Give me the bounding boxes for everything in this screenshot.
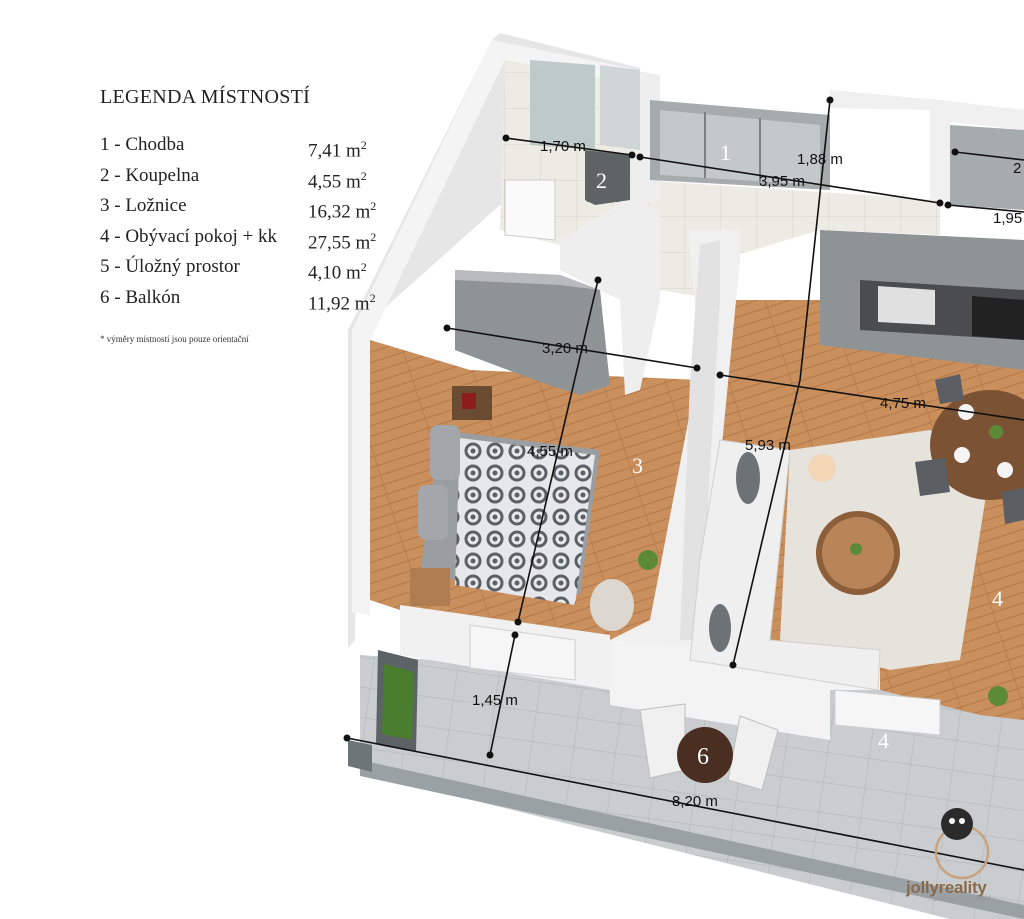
balcony-table <box>677 727 733 783</box>
floor-lamp <box>808 454 836 482</box>
legend-room-area-value: 7,41 m <box>308 140 361 162</box>
dim-label-1-95: 1,95 <box>993 210 1022 227</box>
legend-room-area-value: 4,55 m <box>308 170 361 192</box>
legend-room-area-value: 27,55 m <box>308 231 371 253</box>
room-badge-2 <box>587 158 619 202</box>
wardrobe-top <box>455 270 600 290</box>
legend-row: 1 - Chodba 7,41 m2 <box>100 133 400 164</box>
room-number-6: 6 <box>697 744 709 770</box>
legend-note: * výměry místností jsou pouze orientační <box>100 334 249 345</box>
dining-chair-1 <box>935 374 964 404</box>
nightstand-bottom <box>410 568 450 606</box>
bedroom-wardrobe <box>455 270 610 395</box>
legend-room-area-value: 16,32 m <box>308 201 371 223</box>
bedroom-balcony-door <box>469 624 576 681</box>
dim-label-2: 2 <box>1013 160 1021 177</box>
dim-label-3-95: 3,95 m <box>759 173 805 190</box>
brand-logo: jollyreality ...váš osobní makléř <box>906 878 991 903</box>
wall-bedroom-living-face <box>680 240 720 640</box>
living-sofa <box>689 439 881 691</box>
wall-bath-bed <box>560 200 660 395</box>
planter-plants <box>382 664 414 740</box>
bedroom-plant <box>638 550 658 570</box>
dining-chair-2 <box>915 458 950 496</box>
dining-chair-3 <box>1002 488 1024 524</box>
logo-name: jollyreality <box>906 878 987 897</box>
wall-top-right <box>830 90 1024 200</box>
living-balcony-door <box>834 689 941 736</box>
bed-pillow-2 <box>418 485 448 540</box>
room-number-4-b: 4 <box>878 728 889 753</box>
balcony-rail-glass <box>348 740 372 772</box>
living-plant <box>988 686 1008 706</box>
legend-room-area-unit-exponent: 2 <box>370 199 377 214</box>
bedroom-armchair <box>590 579 634 631</box>
legend-room-area: 4,10 m2 <box>308 255 367 286</box>
logo-tagline: ...váš osobní makléř <box>928 896 991 903</box>
dim-label-3-20: 3,20 m <box>542 340 588 357</box>
dim-label-4-75: 4,75 m <box>880 395 926 412</box>
dim-label-1-70: 1,70 m <box>540 138 586 155</box>
legend-room-area: 16,32 m2 <box>308 194 376 225</box>
bathroom-radiator <box>600 65 640 150</box>
legend-room-name: 3 - Ložnice <box>100 195 187 217</box>
legend-room-area-unit-exponent: 2 <box>360 138 367 152</box>
dim-label-5-93: 5,93 m <box>745 437 791 454</box>
dining-plate-2 <box>954 447 970 463</box>
coffee-table-plant <box>850 543 862 555</box>
legend-room-name: 5 - Úložný prostor <box>100 256 240 278</box>
dimension-lines <box>346 99 1024 871</box>
dim-label-4-55: 4,55 m <box>527 443 573 460</box>
logo-mascot-head <box>941 808 973 840</box>
legend-row: 6 - Balkón 11,92 m2 <box>100 286 400 317</box>
room-number-1: 1 <box>720 140 731 165</box>
outer-wall-left-top <box>352 40 640 615</box>
room-number-2: 2 <box>596 168 607 193</box>
kitchen-sink <box>878 286 935 325</box>
bed-cover <box>455 438 595 605</box>
legend-room-area-unit-exponent: 2 <box>369 290 376 305</box>
legend-title: LEGENDA MÍSTNOSTÍ <box>100 86 311 108</box>
dimension-arrows <box>343 96 959 759</box>
legend-row: 4 - Obývací pokoj + kk 27,55 m2 <box>100 225 400 256</box>
legend-room-area: 27,55 m2 <box>308 225 376 256</box>
legend-room-area-unit-exponent: 2 <box>360 168 367 183</box>
legend-room-name: 6 - Balkón <box>100 286 181 308</box>
kitchen-hob <box>972 296 1024 340</box>
dim-label-1-45: 1,45 m <box>472 692 518 709</box>
nightstand-lamp <box>462 393 476 409</box>
legend-room-area-value: 11,92 m <box>308 292 370 314</box>
legend-room-name: 1 - Chodba <box>100 134 185 155</box>
balcony-railing <box>360 760 1024 919</box>
legend-room-name: 4 - Obývací pokoj + kk <box>100 225 277 247</box>
sofa-cushion-2 <box>709 604 731 652</box>
storage-wardrobe <box>950 125 1024 210</box>
legend-row: 3 - Ložnice 16,32 m2 <box>100 194 400 225</box>
dim-label-1-88: 1,88 m <box>797 151 843 168</box>
legend-room-area-unit-exponent: 2 <box>360 260 367 275</box>
room-number-3: 3 <box>632 453 643 478</box>
bed-pillow-1 <box>430 425 460 480</box>
dining-plant <box>989 425 1003 439</box>
sofa-cushion-1 <box>736 452 760 504</box>
legend-room-area: 11,92 m2 <box>308 286 376 317</box>
legend-row: 5 - Úložný prostor 4,10 m2 <box>100 255 400 286</box>
legend-room-area-value: 4,10 m <box>308 262 361 284</box>
bathroom-bathtub <box>504 179 556 241</box>
dim-label-8-20: 8,20 m <box>672 793 718 810</box>
room-number-4-a: 4 <box>992 586 1003 611</box>
legend-room-area: 7,41 m2 <box>308 133 367 164</box>
legend-room-area: 4,55 m2 <box>308 164 367 195</box>
outer-wall-left <box>348 33 640 648</box>
legend-room-area-unit-exponent: 2 <box>370 229 377 244</box>
bathroom-shower <box>530 60 595 150</box>
legend-row: 2 - Koupelna 4,55 m2 <box>100 164 400 195</box>
legend-room-name: 2 - Koupelna <box>100 164 200 186</box>
dining-plate-3 <box>997 462 1013 478</box>
